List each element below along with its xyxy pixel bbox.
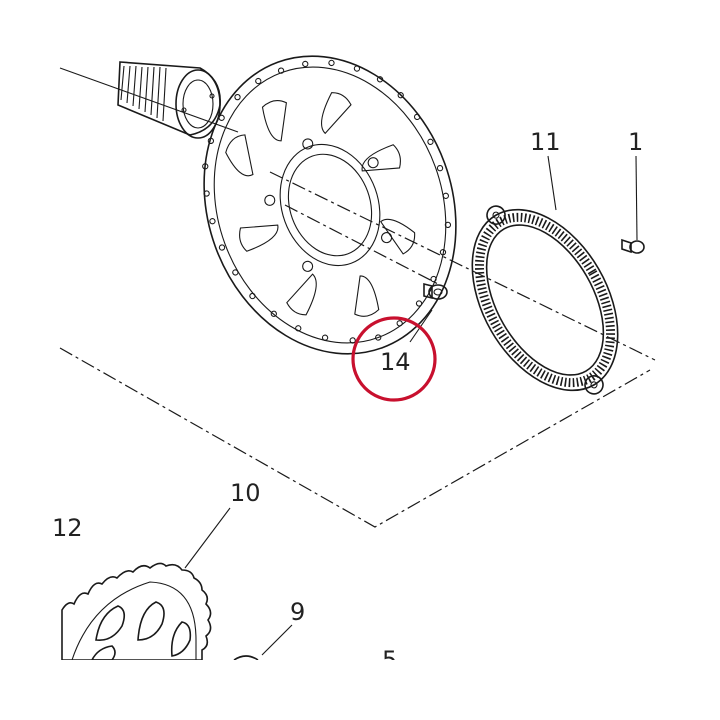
screw-1 — [621, 238, 645, 254]
part-9-edge — [233, 655, 259, 661]
callout-14: 14 — [380, 348, 411, 376]
bottom-crop-area — [0, 660, 720, 720]
screw-14 — [423, 282, 448, 300]
abs-tone-ring-11 — [471, 205, 619, 395]
wheel-axle-centerline — [59, 67, 656, 361]
highlight-circle — [351, 316, 437, 402]
hub-spline-shaft — [117, 61, 221, 139]
leader-lines — [184, 155, 638, 656]
callout-12: 12 — [52, 514, 83, 542]
brake-disc — [202, 55, 457, 355]
rear-sprocket-10 — [61, 562, 212, 661]
callout-10: 10 — [230, 479, 261, 507]
disc-vent-holes — [202, 59, 452, 344]
assembly-plane-outline — [59, 347, 651, 528]
callout-11: 11 — [530, 128, 561, 156]
callout-1: 1 — [628, 128, 643, 156]
callout-9: 9 — [290, 598, 305, 626]
